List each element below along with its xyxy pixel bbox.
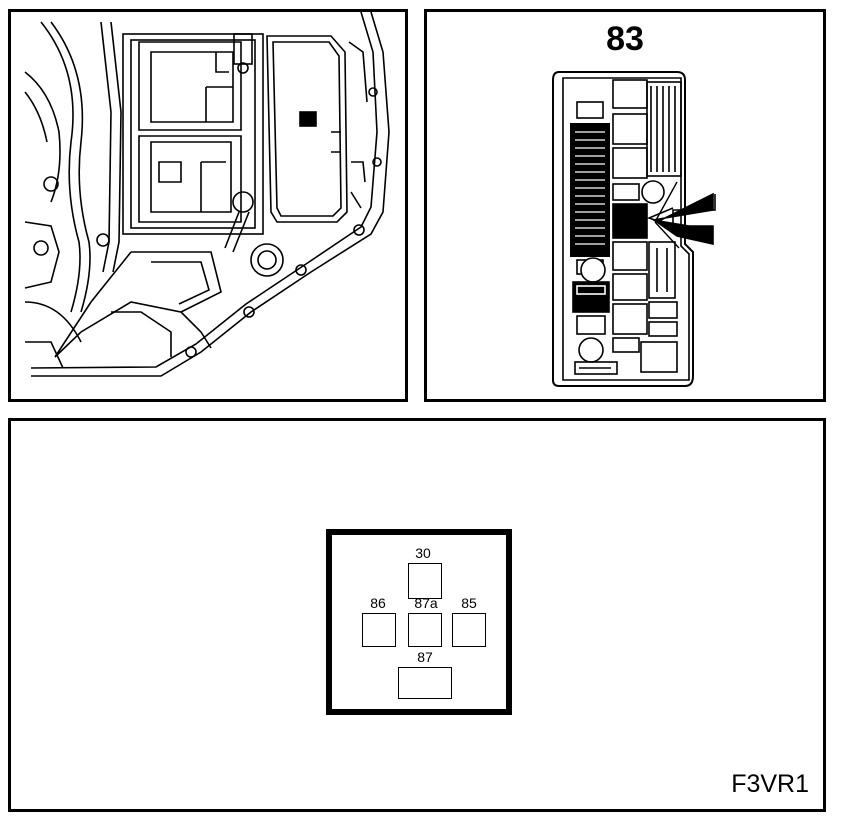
fuse-box-panel: 83 <box>424 9 826 402</box>
pin-label-30: 30 <box>415 545 431 561</box>
fuse-box-number: 83 <box>606 20 644 58</box>
bolt-icon <box>372 157 382 167</box>
engine-bay-drawing <box>24 12 390 377</box>
figure-code: F3VR1 <box>731 770 809 798</box>
engine-compartment-illustration <box>8 9 408 402</box>
pin-30 <box>408 563 442 599</box>
fuse-box-diagram <box>552 71 716 387</box>
arrow-icon <box>652 192 714 245</box>
location-marker <box>299 111 317 127</box>
pin-85 <box>452 613 486 647</box>
pin-label-86: 86 <box>370 595 386 611</box>
pin-87a <box>408 613 442 647</box>
pin-label-85: 85 <box>461 595 477 611</box>
pin-label-87a: 87a <box>414 595 438 611</box>
relay-socket: 30 86 87a 85 87 <box>326 529 512 715</box>
bolt-icon <box>295 264 307 276</box>
highlighted-relay <box>612 203 648 239</box>
bolt-icon <box>353 224 365 236</box>
pin-87 <box>398 667 452 699</box>
bolt-icon <box>368 87 378 97</box>
relay-pinout-panel: 30 86 87a 85 87 F3VR1 <box>8 418 826 812</box>
pin-label-87: 87 <box>417 649 433 665</box>
bolt-icon <box>185 346 197 358</box>
pin-86 <box>362 613 396 647</box>
bolt-icon <box>243 306 255 318</box>
